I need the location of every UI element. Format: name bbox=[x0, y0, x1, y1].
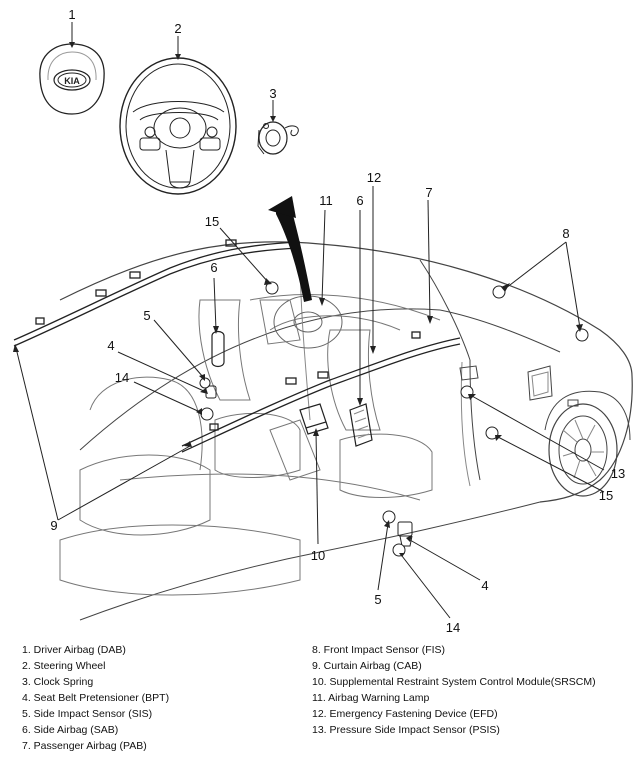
steering-wheel-illustration bbox=[119, 57, 237, 195]
leader-arrowheads bbox=[13, 278, 583, 557]
legend-item: 10. Supplemental Restraint System Contro… bbox=[312, 676, 596, 688]
legend-item: 5. Side Impact Sensor (SIS) bbox=[22, 708, 153, 720]
clock-spring-illustration bbox=[257, 121, 299, 155]
callout-13: 13 bbox=[611, 466, 625, 481]
front-impact-sensor-left bbox=[575, 328, 589, 342]
callout-6-right: 6 bbox=[356, 193, 363, 208]
legend-item: 11. Airbag Warning Lamp bbox=[312, 692, 430, 704]
legend-item: 6. Side Airbag (SAB) bbox=[22, 724, 119, 736]
driver-airbag-illustration: KIA bbox=[39, 43, 105, 115]
airbag-system-diagram: KIA bbox=[13, 7, 633, 635]
callout-10: 10 bbox=[311, 548, 325, 563]
side-impact-sensor-far bbox=[265, 281, 279, 295]
callout-8: 8 bbox=[562, 226, 569, 241]
legend-item: 2. Steering Wheel bbox=[22, 660, 106, 672]
legend-right-column: 8. Front Impact Sensor (FIS) 9. Curtain … bbox=[312, 642, 596, 738]
callout-6-left: 6 bbox=[210, 260, 217, 275]
callout-3: 3 bbox=[269, 86, 276, 101]
callout-14-lower: 14 bbox=[446, 620, 460, 635]
kia-logo-text: KIA bbox=[64, 76, 80, 86]
airbag-warning-lamp-arrow bbox=[268, 196, 312, 302]
callout-1: 1 bbox=[68, 7, 75, 22]
callout-numbers: 1 2 3 15 11 6 12 7 8 6 5 4 14 9 10 13 15… bbox=[50, 7, 625, 635]
legend-item: 1. Driver Airbag (DAB) bbox=[22, 644, 126, 656]
callout-15-right: 15 bbox=[599, 488, 613, 503]
legend-item: 4. Seat Belt Pretensioner (BPT) bbox=[22, 692, 170, 704]
leader-lines bbox=[15, 186, 605, 619]
legend-item: 13. Pressure Side Impact Sensor (PSIS) bbox=[312, 724, 500, 736]
callout-12: 12 bbox=[367, 170, 381, 185]
callout-2: 2 bbox=[174, 21, 181, 36]
legend-item: 9. Curtain Airbag (CAB) bbox=[312, 660, 422, 672]
legend-item: 12. Emergency Fastening Device (EFD) bbox=[312, 708, 498, 720]
legend-left-column: 1. Driver Airbag (DAB) 2. Steering Wheel… bbox=[22, 642, 169, 754]
callout-9: 9 bbox=[50, 518, 57, 533]
legend-item: 8. Front Impact Sensor (FIS) bbox=[312, 644, 446, 656]
callout-15-top: 15 bbox=[205, 214, 219, 229]
callout-11: 11 bbox=[319, 193, 333, 208]
callout-5-left: 5 bbox=[143, 308, 150, 323]
sensor-markers bbox=[199, 281, 589, 557]
sis-front-lower bbox=[485, 426, 499, 440]
car-body-outline bbox=[59, 241, 633, 621]
callout-14-left: 14 bbox=[115, 370, 129, 385]
legend-item: 7. Passenger Airbag (PAB) bbox=[22, 740, 147, 752]
srscm-module-illustration bbox=[299, 403, 329, 435]
callout-4-left: 4 bbox=[107, 338, 114, 353]
pressure-sensor-near bbox=[200, 407, 214, 421]
curtain-airbag-illustration bbox=[13, 239, 461, 453]
interior-outline bbox=[59, 294, 441, 596]
callout-4-right: 4 bbox=[481, 578, 488, 593]
legend-item: 3. Clock Spring bbox=[22, 676, 94, 688]
callout-5-lower: 5 bbox=[374, 592, 381, 607]
callout-7: 7 bbox=[425, 185, 432, 200]
side-airbag-illustration bbox=[211, 330, 373, 447]
